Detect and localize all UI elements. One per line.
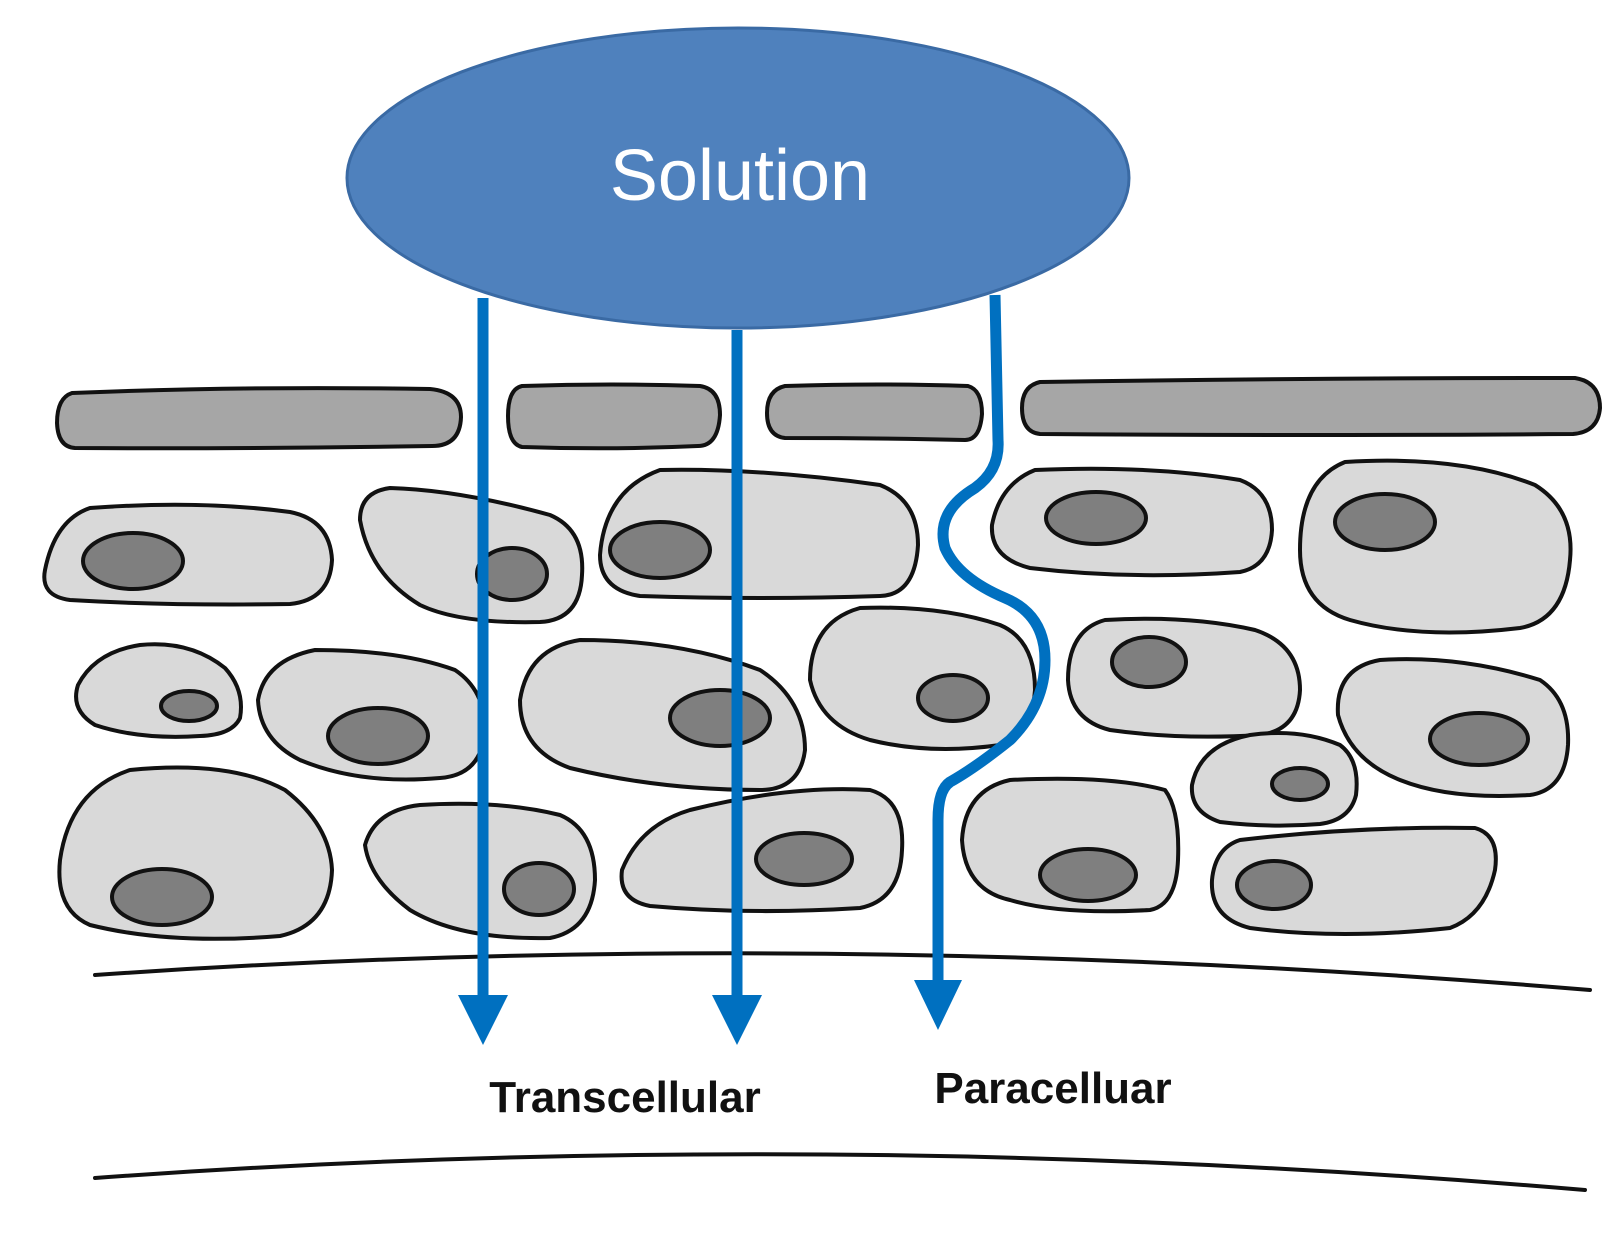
paracellular-label: Paracelluar [934, 1064, 1171, 1113]
nucleus [110, 867, 214, 927]
nucleus [754, 831, 854, 887]
transcellular-arrowhead-1 [458, 995, 508, 1045]
nucleus-layer [81, 490, 1530, 927]
transcellular-pathway [458, 298, 762, 1045]
nucleus [1428, 711, 1530, 767]
paracellular-pathway [914, 294, 1051, 1030]
nucleus [475, 546, 549, 602]
surface-plate-1 [55, 386, 463, 451]
cell [74, 642, 243, 739]
solution-ellipse [345, 26, 1131, 330]
nucleus [1333, 492, 1437, 552]
paracellular-arrow-shaft [932, 294, 1051, 985]
cell [1298, 458, 1573, 635]
nucleus [1110, 635, 1188, 689]
nucleus [159, 689, 219, 723]
cell [808, 605, 1037, 751]
nucleus [1044, 490, 1148, 546]
cell [1066, 616, 1302, 739]
surface-plate-2 [506, 382, 722, 451]
lower-boundary-line-1 [93, 951, 1592, 992]
nucleus [916, 673, 990, 723]
surface-plate-4 [1020, 376, 1602, 437]
solution-label: Solution [610, 136, 870, 216]
nucleus [608, 520, 712, 580]
nucleus [1235, 859, 1313, 911]
surface-plate-layer [55, 376, 1602, 451]
paracellular-arrowhead [914, 980, 962, 1030]
cell [358, 486, 585, 625]
solution-reservoir: Solution [345, 26, 1131, 330]
nucleus [502, 861, 576, 917]
transcellular-label: Transcellular [489, 1073, 760, 1122]
nucleus [81, 531, 185, 591]
nucleus [326, 706, 430, 766]
nucleus [1038, 847, 1138, 903]
lower-boundary-line-2 [93, 1152, 1587, 1192]
transcellular-arrowhead-2 [712, 995, 762, 1045]
surface-plate-3 [765, 382, 984, 442]
nucleus [668, 688, 772, 748]
nucleus [1270, 766, 1330, 802]
